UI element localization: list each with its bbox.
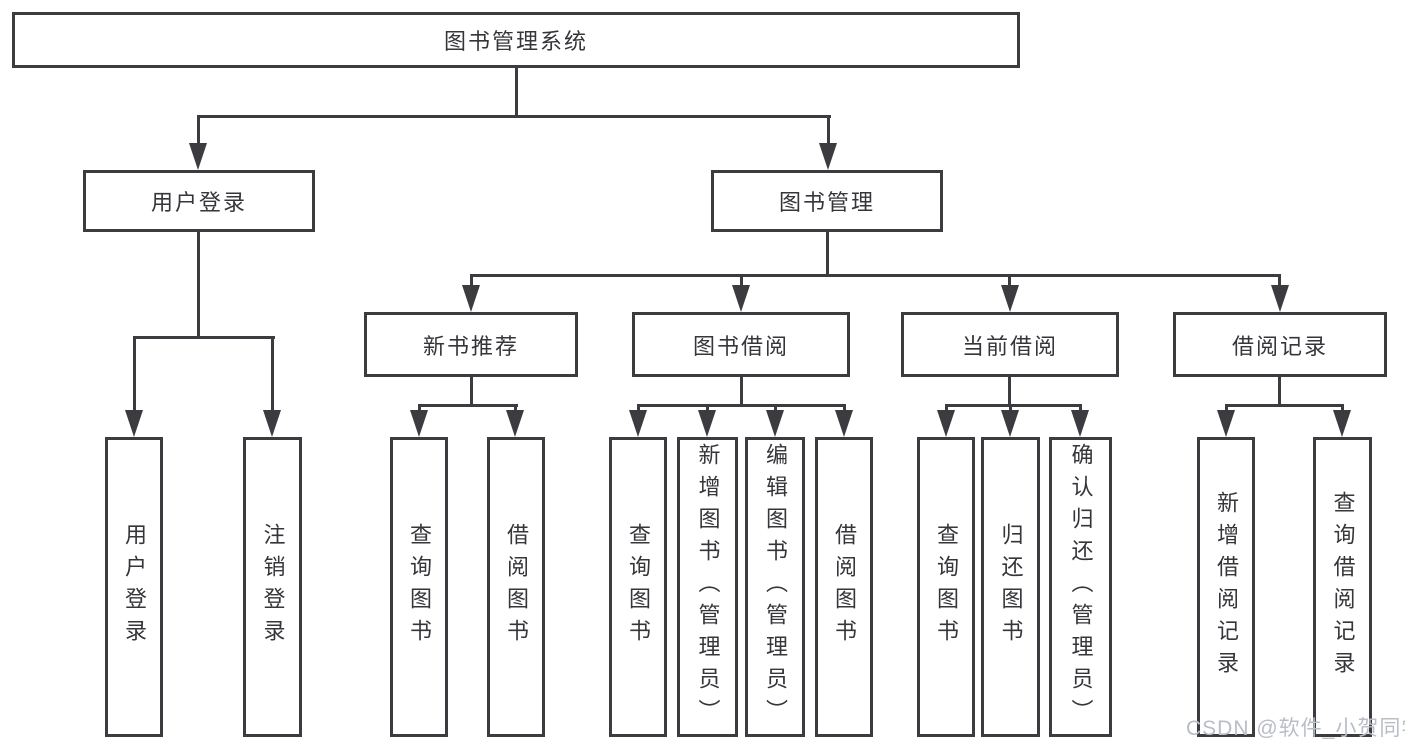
connector-bookmgmt-hline <box>470 274 1281 277</box>
node-current-borrow: 当前借阅 <box>901 312 1119 377</box>
arrowhead-down-icon <box>766 410 784 437</box>
connector-userlogin-hline <box>133 336 275 339</box>
connector-currentborrow-drop <box>945 404 948 414</box>
leaf-query-book-label: 查询图书 <box>626 523 651 651</box>
node-book-borrow-label: 图书借阅 <box>692 333 789 359</box>
leaf-query-book-1: 查询图书 <box>390 437 448 737</box>
arrowhead-down-icon <box>629 410 647 437</box>
arrowhead-down-icon <box>1071 410 1089 437</box>
leaf-query-book-label: 查询图书 <box>934 523 959 651</box>
leaf-add-borrow-record: 新增借阅记录 <box>1197 437 1255 737</box>
connector-borrowrecord-vline <box>1278 377 1281 407</box>
leaf-confirm-return-admin: 确认归还（管理员） <box>1049 437 1112 737</box>
node-borrow-record-label: 借阅记录 <box>1231 333 1328 359</box>
connector-bookborrow-hline <box>637 404 846 407</box>
connector-userlogin-drop <box>271 336 274 414</box>
node-borrow-record: 借阅记录 <box>1173 312 1387 377</box>
connector-bookborrow-drop <box>637 404 640 414</box>
csdn-watermark: CSDN @软件_小贺同学 <box>1186 717 1405 740</box>
node-book-management-label: 图书管理 <box>778 190 875 215</box>
connector-borrowrecord-hline <box>1225 404 1344 407</box>
node-book-management: 图书管理 <box>711 170 943 232</box>
connector-bookborrow-drop <box>706 404 709 414</box>
connector-root-vline <box>515 68 518 118</box>
connector-borrowrecord-drop <box>1225 404 1228 414</box>
connector-userlogin-drop <box>133 336 136 414</box>
arrowhead-down-icon <box>1271 285 1289 312</box>
connector-newbook-drop <box>514 404 517 414</box>
connector-currentborrow-hline <box>945 404 1082 407</box>
connector-root-drop-left <box>197 115 200 148</box>
connector-bookborrow-drop <box>843 404 846 414</box>
arrowhead-down-icon <box>189 143 207 170</box>
connector-newbook-hline <box>418 404 518 407</box>
leaf-edit-book-admin-label: 编辑图书（管理员） <box>763 443 788 731</box>
node-current-borrow-label: 当前借阅 <box>961 333 1058 359</box>
node-new-book-recommend-label: 新书推荐 <box>422 333 519 359</box>
leaf-add-book-admin: 新增图书（管理员） <box>677 437 738 737</box>
leaf-query-borrow-record: 查询借阅记录 <box>1313 437 1372 737</box>
arrowhead-down-icon <box>1333 410 1351 437</box>
connector-bookborrow-vline <box>740 377 743 407</box>
arrowhead-down-icon <box>410 410 428 437</box>
connector-currentborrow-vline <box>1008 377 1011 407</box>
arrowhead-down-icon <box>1001 410 1019 437</box>
node-user-login-label: 用户登录 <box>150 190 247 215</box>
arrowhead-down-icon <box>125 410 143 437</box>
leaf-query-book-3: 查询图书 <box>917 437 975 737</box>
connector-bookborrow-drop <box>774 404 777 414</box>
connector-currentborrow-drop <box>1009 404 1012 414</box>
leaf-return-book-label: 归还图书 <box>998 523 1024 651</box>
node-user-login: 用户登录 <box>83 170 315 232</box>
leaf-borrow-book-1: 借阅图书 <box>487 437 545 737</box>
arrowhead-down-icon <box>1217 410 1235 437</box>
arrowhead-down-icon <box>937 410 955 437</box>
connector-bookmgmt-drop <box>1008 274 1011 290</box>
leaf-confirm-return-admin-label: 确认归还（管理员） <box>1068 443 1094 731</box>
connector-bookmgmt-vline <box>826 232 829 277</box>
leaf-add-borrow-record-label: 新增借阅记录 <box>1214 491 1239 683</box>
leaf-logout: 注销登录 <box>243 437 302 737</box>
node-new-book-recommend: 新书推荐 <box>364 312 578 377</box>
leaf-user-login: 用户登录 <box>105 437 163 737</box>
connector-userlogin-vline <box>197 232 200 339</box>
arrowhead-down-icon <box>835 410 853 437</box>
connector-bookmgmt-drop <box>1278 274 1281 290</box>
connector-root-hline <box>197 115 831 118</box>
leaf-return-book: 归还图书 <box>981 437 1040 737</box>
arrowhead-down-icon <box>732 285 750 312</box>
connector-newbook-vline <box>470 377 473 407</box>
leaf-edit-book-admin: 编辑图书（管理员） <box>745 437 805 737</box>
arrowhead-down-icon <box>506 410 524 437</box>
arrowhead-down-icon <box>462 285 480 312</box>
leaf-borrow-book-label: 借阅图书 <box>832 523 857 651</box>
arrowhead-down-icon <box>263 410 281 437</box>
connector-newbook-drop <box>418 404 421 414</box>
leaf-query-book-2: 查询图书 <box>609 437 667 737</box>
leaf-borrow-book-2: 借阅图书 <box>815 437 873 737</box>
leaf-logout-label: 注销登录 <box>260 523 286 651</box>
leaf-borrow-book-label: 借阅图书 <box>504 523 529 651</box>
connector-bookmgmt-drop <box>470 274 473 290</box>
leaf-add-book-admin-label: 新增图书（管理员） <box>695 443 721 731</box>
arrowhead-down-icon <box>698 410 716 437</box>
connector-currentborrow-drop <box>1079 404 1082 414</box>
connector-borrowrecord-drop <box>1341 404 1344 414</box>
node-root: 图书管理系统 <box>12 12 1020 68</box>
connector-root-drop-right <box>827 115 830 148</box>
leaf-query-book-label: 查询图书 <box>407 523 432 651</box>
leaf-query-borrow-record-label: 查询借阅记录 <box>1330 491 1356 683</box>
arrowhead-down-icon <box>1001 285 1019 312</box>
node-root-label: 图书管理系统 <box>443 29 588 54</box>
arrowhead-down-icon <box>819 143 837 170</box>
connector-bookmgmt-drop <box>740 274 743 290</box>
node-book-borrow: 图书借阅 <box>632 312 850 377</box>
leaf-user-login-label: 用户登录 <box>122 523 147 651</box>
